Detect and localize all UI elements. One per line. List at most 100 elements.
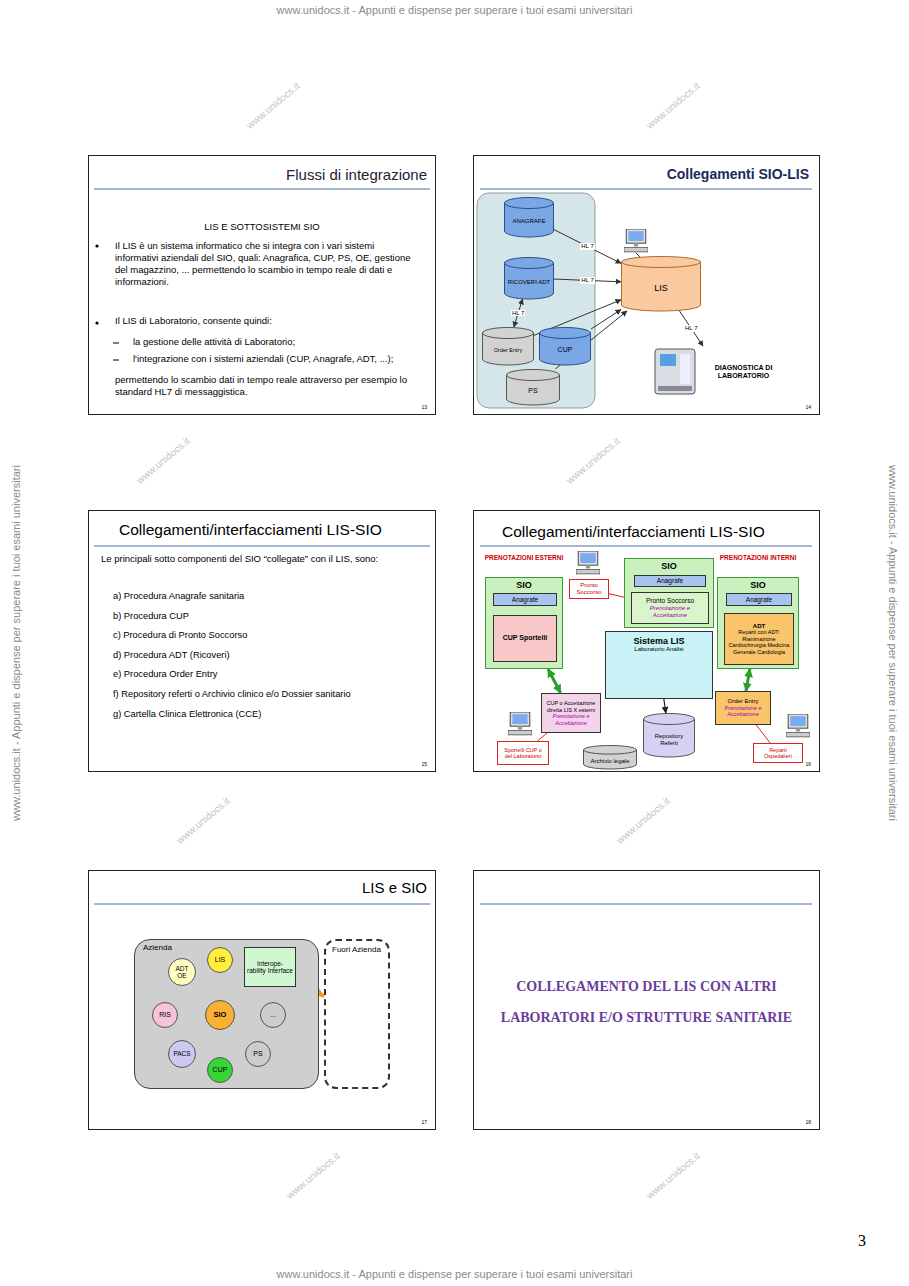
system-circle: PS xyxy=(245,1041,271,1067)
dash xyxy=(113,360,119,361)
bullet xyxy=(95,244,98,247)
system-circle: ... xyxy=(260,1002,286,1028)
slide: LIS e SIO17AziendaLISADT OERISSIO...PACS… xyxy=(88,870,436,1130)
connector xyxy=(664,699,666,713)
dash xyxy=(113,343,119,344)
cylinder-shape xyxy=(504,197,554,237)
watermark: www.unidocs.it xyxy=(644,80,702,131)
title-rule xyxy=(94,546,430,547)
module-box: CUP o Accettazione diretta LIS X esterni… xyxy=(541,693,601,733)
cylinder-shape xyxy=(506,369,560,405)
analyzer xyxy=(655,349,695,394)
database-cylinder: Archivio legale xyxy=(583,745,637,769)
node-text: Anagrafe xyxy=(657,577,683,584)
node-text: l'integrazione con i sistemi aziendali (… xyxy=(133,354,423,365)
node-text: 14 xyxy=(805,405,811,411)
node-text: LIS E SOTTOSISTEMI SIO xyxy=(89,222,435,233)
cylinder-shape xyxy=(504,257,554,299)
node-text: Pronto Soccorso xyxy=(646,597,694,604)
node-text: ADT xyxy=(753,623,765,630)
node-text: SIO xyxy=(214,1011,227,1020)
node-text: Anagrafe xyxy=(512,596,538,603)
node-text: Il LIS di Laboratorio, consente quindi: xyxy=(115,316,272,327)
node-text: CUP o Accettazione diretta LIS X esterni xyxy=(544,700,598,713)
database-cylinder: Order Entry xyxy=(482,327,534,365)
system-circle: SIO xyxy=(205,1000,235,1030)
watermark: www.unidocs.it xyxy=(284,1150,342,1201)
node-text: CUP Sportelli xyxy=(503,634,548,642)
node-text: SIO xyxy=(625,561,713,571)
node-text: Il LIS è un sistema informatico che si i… xyxy=(115,240,415,288)
watermark: www.unidocs.it xyxy=(244,80,302,131)
node-text: LIS xyxy=(654,283,668,293)
node-text: Interope- rability Interface xyxy=(247,960,293,975)
module-box: Anagrafe xyxy=(634,575,706,587)
system-circle: PACS xyxy=(168,1040,196,1068)
workstation-label: Reparti Ospedalieri xyxy=(753,743,803,763)
workstation-label: Pronto Soccorso xyxy=(569,579,609,599)
connector xyxy=(537,733,547,741)
node-text: Prenotazione e Accettazione xyxy=(718,705,768,718)
node-text: Archivio legale xyxy=(590,758,629,765)
database-cylinder: CUP xyxy=(539,327,591,365)
node-text: 17 xyxy=(421,1120,427,1126)
slide-title: Collegamenti/interfacciamenti LIS-SIO xyxy=(502,523,765,541)
database-cylinder: Repository Referti xyxy=(643,713,695,757)
node-text: permettendo lo scambio dati in tempo rea… xyxy=(115,374,415,398)
node-text: PS xyxy=(528,387,537,395)
node-text: SIO xyxy=(718,580,798,590)
node-text: 18 xyxy=(805,1120,811,1126)
system-circle: ADT OE xyxy=(168,958,196,986)
node-text: Azienda xyxy=(143,943,172,952)
system-circle: CUP xyxy=(207,1057,233,1083)
node-text: ... xyxy=(270,1011,276,1019)
slide: Collegamenti/interfacciamenti LIS-SIO Le … xyxy=(88,510,436,772)
bullet xyxy=(95,321,98,324)
connector xyxy=(756,725,770,743)
module-box: ADTReparti con ADT: Rianimazione Cardioc… xyxy=(724,613,794,665)
cylinder-shape xyxy=(482,327,534,365)
slide: Collegamenti SIO-LIS14ANAGRAFERICOVERI A… xyxy=(473,155,820,415)
slide-title: Collegamenti/interfacciamenti LIS-SIO xyxy=(119,521,382,539)
watermark: www.unidocs.it xyxy=(644,1150,702,1201)
title-rule xyxy=(94,189,430,190)
workstation-label: Sportelli CUP o del Laboratorio xyxy=(497,741,549,765)
computer-icon xyxy=(576,551,600,574)
node-text: ANAGRAFE xyxy=(512,218,545,225)
node-text: Sportelli CUP o del Laboratorio xyxy=(500,747,546,760)
node-text: DIAGNOSTICA DI LABORATORIO xyxy=(655,364,786,380)
slide-title: COLLEGAMENTO DEL LIS CON ALTRI LABORATOR… xyxy=(494,971,799,1033)
computer-icon xyxy=(786,714,810,737)
connector xyxy=(746,669,750,691)
node-text: RICOVERI ADT xyxy=(508,279,550,286)
node-text: Fuori Azienda xyxy=(332,945,386,954)
node-text: Anagrafe xyxy=(746,596,772,603)
title-rule xyxy=(480,546,812,547)
watermark: www.unidocs.it xyxy=(614,795,672,846)
system-circle: LIS xyxy=(207,947,233,973)
node-text: e) Procedura Order Entry xyxy=(113,669,217,680)
watermark: www.unidocs.it xyxy=(134,435,192,486)
node-text: Repository Referti xyxy=(645,733,693,747)
lis-box: Sistema LISLaboratorio Analisi xyxy=(605,631,713,699)
node-text: ADT OE xyxy=(170,965,194,980)
module-box: CUP Sportelli xyxy=(493,615,557,662)
watermark-banner: www.unidocs.it - Appunti e dispense per … xyxy=(0,1268,909,1280)
node-text: Reparti Ospedalieri xyxy=(756,747,800,760)
module-box: Anagrafe xyxy=(726,593,792,606)
node-text: 15 xyxy=(421,762,427,768)
system-box: SIOAnagrafePronto SoccorsoPrenotazione e… xyxy=(624,558,714,628)
node-text: PRENOTAZIONI ESTERNI xyxy=(476,554,572,561)
watermark-banner: www.unidocs.it - Appunti e dispense per … xyxy=(10,465,22,821)
title-rule xyxy=(480,189,812,190)
module-box: Anagrafe xyxy=(493,593,557,606)
node-text: la gestione delle attività di Laboratori… xyxy=(133,337,295,348)
node-text: Le principali sotto componenti del SIO “… xyxy=(101,553,421,565)
node-text: RIS xyxy=(159,1011,171,1019)
title-rule xyxy=(94,904,430,905)
database-cylinder: LIS xyxy=(621,256,701,311)
node-text: Pronto Soccorso xyxy=(572,582,606,596)
cylinder-shape xyxy=(539,327,591,365)
edge-label: HL 7 xyxy=(580,277,594,284)
node-text: f) Repository referti o Archivio clinico… xyxy=(113,689,351,700)
